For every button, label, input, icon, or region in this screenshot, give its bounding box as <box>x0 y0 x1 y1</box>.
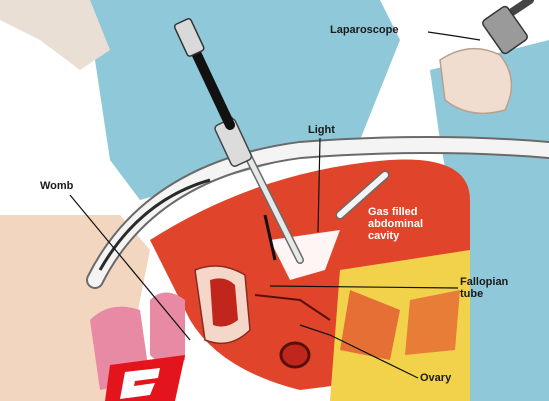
hand <box>440 49 511 114</box>
label-gas-cavity-line2: abdominal <box>368 218 423 230</box>
label-womb: Womb <box>40 180 73 192</box>
label-gas-cavity-line3: cavity <box>368 230 423 242</box>
label-laparoscope: Laparoscope <box>330 24 398 36</box>
label-ovary: Ovary <box>420 372 451 384</box>
label-gas-cavity: Gas filled abdominal cavity <box>368 206 423 242</box>
label-fallopian-line2: tube <box>460 288 508 300</box>
label-gas-cavity-line1: Gas filled <box>368 206 423 218</box>
label-fallopian-tube: Fallopian tube <box>460 276 508 300</box>
label-fallopian-line1: Fallopian <box>460 276 508 288</box>
label-light: Light <box>308 124 335 136</box>
ovary-shape <box>281 343 309 367</box>
